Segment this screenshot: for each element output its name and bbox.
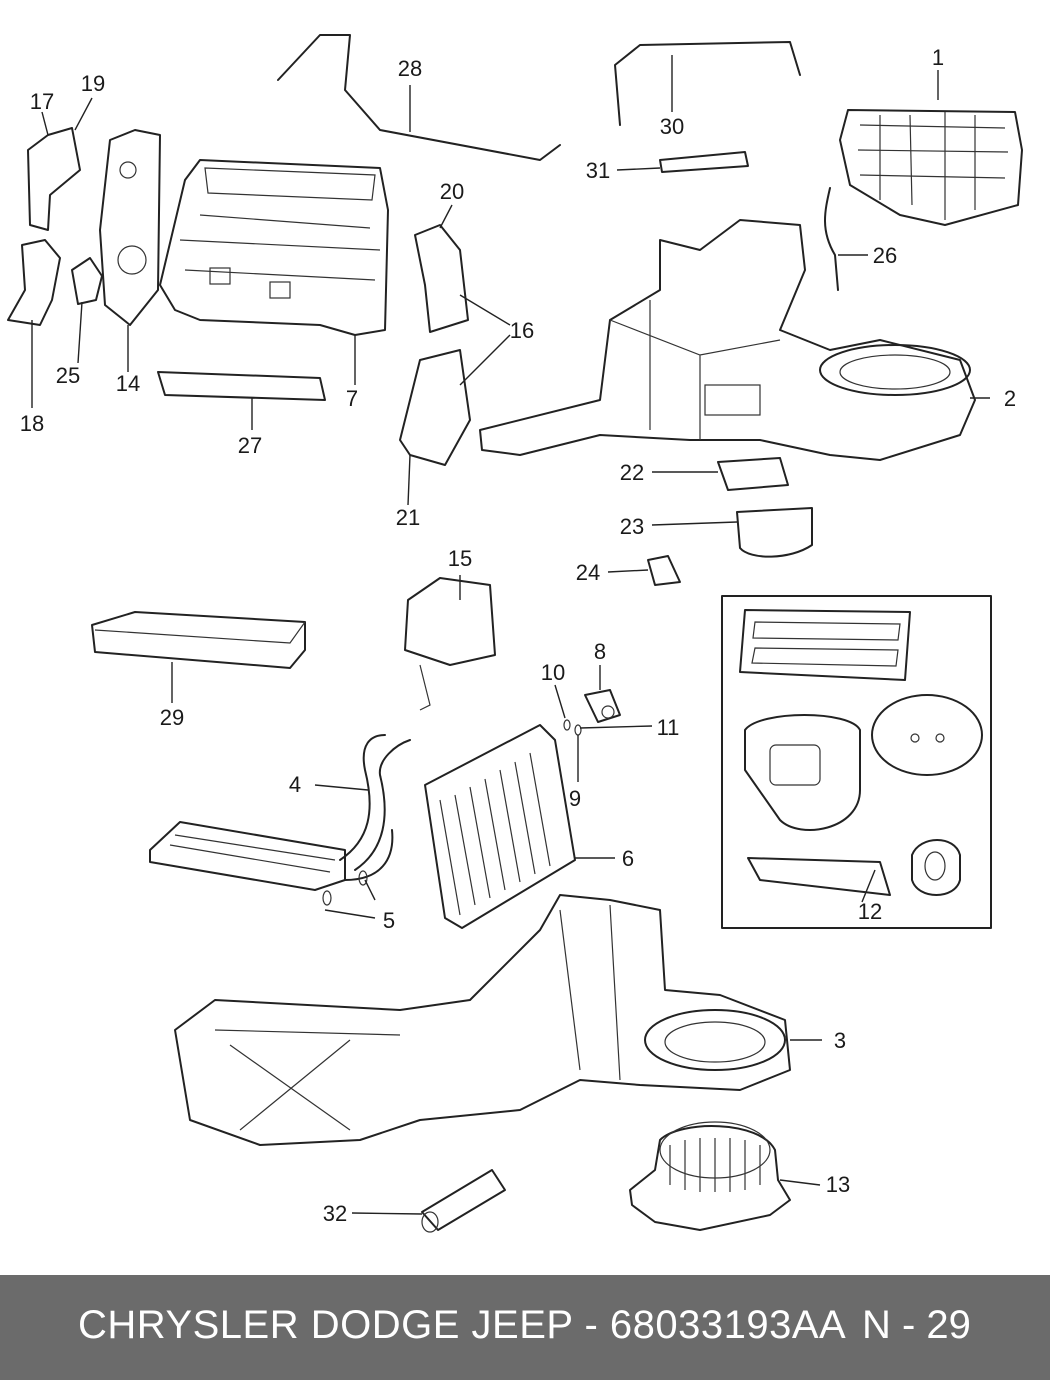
part-29-cabin-filter bbox=[91, 611, 306, 669]
callout-20: 20 bbox=[440, 179, 464, 204]
callout-4: 4 bbox=[289, 772, 301, 797]
part-6-evaporator bbox=[424, 724, 576, 929]
callout-31: 31 bbox=[586, 158, 610, 183]
part-17-19-ducts bbox=[7, 127, 81, 326]
callout-15: 15 bbox=[448, 546, 472, 571]
callout-7: 7 bbox=[346, 386, 358, 411]
callout-23: 23 bbox=[620, 514, 644, 539]
callout-19: 19 bbox=[81, 71, 105, 96]
callout-5: 5 bbox=[383, 908, 395, 933]
part-24-clip bbox=[647, 555, 681, 586]
callout-10: 10 bbox=[541, 660, 565, 685]
part-23-cover bbox=[736, 507, 813, 558]
part-9-11-seals bbox=[563, 719, 582, 736]
part-1-blower-unit bbox=[839, 109, 1023, 226]
part-27-heater-element bbox=[157, 371, 326, 401]
part-2-main-housing bbox=[479, 219, 976, 461]
part-26-harness bbox=[824, 187, 839, 291]
callout-8: 8 bbox=[594, 639, 606, 664]
part-20-duct bbox=[414, 224, 469, 333]
callout-16: 16 bbox=[510, 318, 534, 343]
callout-3: 3 bbox=[834, 1028, 846, 1053]
part-8-sensor bbox=[584, 689, 621, 723]
callout-27: 27 bbox=[238, 433, 262, 458]
part-30-seal-strip bbox=[614, 41, 801, 126]
callout-30: 30 bbox=[660, 114, 684, 139]
callout-18: 18 bbox=[20, 411, 44, 436]
part-32-connector bbox=[421, 1169, 506, 1233]
part-14-door-plate bbox=[99, 129, 161, 326]
callout-26: 26 bbox=[873, 243, 897, 268]
callout-28: 28 bbox=[398, 56, 422, 81]
callout-29: 29 bbox=[160, 705, 184, 730]
callout-25: 25 bbox=[56, 363, 80, 388]
part-13-blower-motor bbox=[629, 1121, 791, 1231]
callout-24: 24 bbox=[576, 560, 600, 585]
part-25-actuator bbox=[71, 257, 103, 305]
callout-2: 2 bbox=[1004, 386, 1016, 411]
callout-12: 12 bbox=[858, 899, 882, 924]
callout-17: 17 bbox=[30, 89, 54, 114]
footer-bar: CHRYSLER DODGE JEEP - 68033193AA N - 29 bbox=[0, 1275, 1050, 1380]
callout-13: 13 bbox=[826, 1172, 850, 1197]
callout-9: 9 bbox=[569, 786, 581, 811]
callout-1: 1 bbox=[932, 45, 944, 70]
part-4-heater-core bbox=[149, 734, 411, 891]
callout-11: 11 bbox=[657, 715, 680, 740]
callout-32: 32 bbox=[323, 1201, 347, 1226]
callout-21: 21 bbox=[396, 505, 420, 530]
parts-diagram: 1 2 3 4 5 6 7 8 9 10 11 12 13 14 15 16 1… bbox=[7, 34, 1023, 1233]
part-21-duct bbox=[399, 349, 471, 466]
callout-labels: 1 2 3 4 5 6 7 8 9 10 11 12 13 14 15 16 1… bbox=[20, 45, 1016, 1226]
part-28-harness bbox=[277, 34, 561, 161]
part-12-seal-kit bbox=[721, 595, 992, 929]
part-22-resistor bbox=[717, 457, 789, 491]
callout-14: 14 bbox=[116, 371, 140, 396]
callout-22: 22 bbox=[620, 460, 644, 485]
part-7-hvac-module bbox=[159, 159, 389, 336]
leader-lines bbox=[31, 55, 990, 1215]
part-31-seal bbox=[659, 151, 749, 173]
part-15-actuator-bracket bbox=[404, 577, 496, 711]
callout-6: 6 bbox=[622, 846, 634, 871]
part-3-lower-housing bbox=[174, 894, 791, 1146]
part-5-o-rings bbox=[322, 870, 368, 906]
footer-title: CHRYSLER DODGE JEEP - 68033193AA bbox=[78, 1303, 847, 1347]
footer-page-number: N - 29 bbox=[862, 1303, 971, 1347]
